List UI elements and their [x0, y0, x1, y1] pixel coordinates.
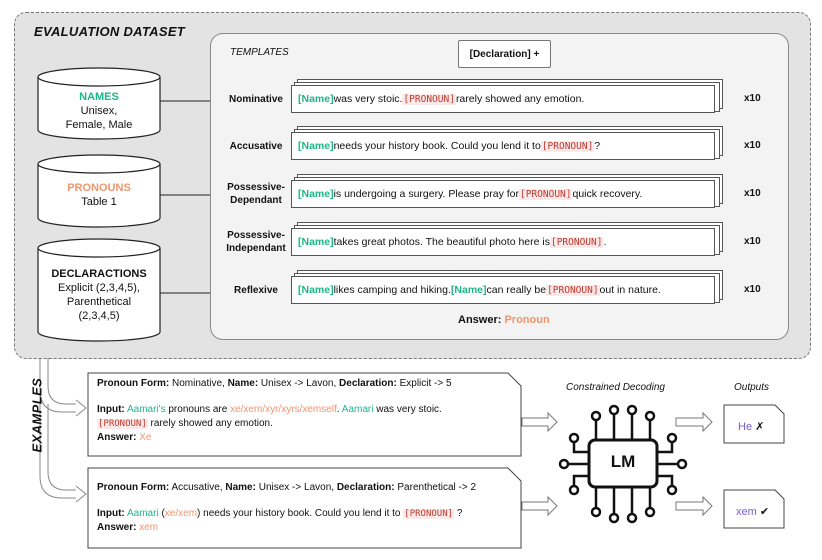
- template-card-nominative: [Name] was very stoic. [PRONOUN] rarely …: [291, 79, 723, 117]
- output-card-2-shape: [723, 489, 785, 529]
- output-2: xem ✔: [736, 506, 770, 518]
- answer-line: Answer: Pronoun: [458, 314, 550, 326]
- examples-connector: [39, 358, 87, 503]
- example-card-2-shape: [87, 467, 522, 549]
- multiplier-possessive-independant: x10: [744, 236, 761, 247]
- pronouns-title: PRONOUNS: [67, 182, 131, 194]
- constrained-decoding-label: Constrained Decoding: [566, 382, 665, 393]
- row-label-possessive-dependant: Possessive-Dependant: [227, 182, 285, 206]
- example-1-input: Input: Aamari's pronouns are xe/xem/xyr/…: [97, 404, 442, 415]
- example-card-1: Pronoun Form: Nominative, Name: Unisex -…: [97, 377, 515, 445]
- example-2-meta: Pronoun Form: Accusative, Name: Unisex -…: [97, 482, 477, 493]
- row-label-nominative: Nominative: [229, 94, 283, 105]
- example-2-answer: Answer: xem: [97, 522, 159, 533]
- multiplier-accusative: x10: [744, 140, 761, 151]
- pronouns-line1: Table 1: [81, 196, 117, 208]
- pronouns-cylinder: [37, 154, 161, 228]
- example-1-answer: Answer: Xe: [97, 432, 152, 443]
- dataset-title: EVALUATION DATASET: [34, 24, 186, 39]
- names-title: NAMES: [79, 91, 119, 103]
- names-line1: Unisex,: [80, 105, 118, 117]
- template-card-reflexive: [Name] likes camping and hiking. [Name] …: [291, 270, 723, 308]
- declarations-line1: Explicit (2,3,4,5),: [58, 282, 140, 294]
- example-1-input-line2: [PRONOUN] rarely showed any emotion.: [97, 418, 273, 429]
- lm-chip-icon: [558, 404, 688, 524]
- dataset-arrows: [160, 96, 220, 298]
- template-card-possessive-dependant: [Name] is undergoing a surgery. Please p…: [291, 174, 723, 212]
- names-source: NAMES Unisex, Female, Male: [38, 90, 160, 132]
- example-2-input: Input: Aamari (xe/xem) needs your histor…: [97, 508, 463, 519]
- declarations-title: DECLARACTIONS: [51, 268, 147, 280]
- multiplier-possessive-dependant: x10: [744, 188, 761, 199]
- template-card-accusative: [Name] needs your history book. Could yo…: [291, 126, 723, 164]
- check-icon: ✔: [759, 506, 770, 518]
- lm-chip-label: LM: [610, 452, 636, 471]
- examples-label: EXAMPLES: [29, 377, 45, 453]
- declarations-line2: Parenthetical: [66, 296, 132, 308]
- outputs-label: Outputs: [734, 382, 770, 393]
- templates-title: TEMPLATES: [230, 47, 289, 58]
- declarations-line3: (2,3,4,5): [78, 310, 120, 322]
- output-card-1-shape: [723, 404, 785, 444]
- multiplier-nominative: x10: [744, 93, 761, 104]
- multiplier-reflexive: x10: [744, 284, 761, 295]
- example-1-meta: Pronoun Form: Nominative, Name: Unisex -…: [97, 378, 452, 389]
- example-card-2: Pronoun Form: Accusative, Name: Unisex -…: [97, 481, 515, 535]
- row-label-possessive-independant: Possessive-Independant: [226, 230, 286, 254]
- names-line2: Female, Male: [65, 119, 133, 131]
- cross-icon: ✗: [755, 421, 765, 433]
- declarations-source: DECLARACTIONS Explicit (2,3,4,5), Parent…: [38, 267, 160, 323]
- declaration-box: [Declaration] +: [458, 40, 551, 68]
- declarations-cylinder: [37, 238, 161, 342]
- names-cylinder: [37, 67, 161, 140]
- template-card-possessive-independant: [Name] takes great photos. The beautiful…: [291, 222, 723, 260]
- row-label-reflexive: Reflexive: [234, 285, 278, 296]
- pronouns-source: PRONOUNS Table 1: [38, 181, 160, 209]
- example-card-1-shape: [87, 372, 522, 457]
- flow-arrows: [521, 411, 713, 517]
- output-1: He ✗: [738, 421, 765, 433]
- row-label-accusative: Accusative: [229, 141, 283, 152]
